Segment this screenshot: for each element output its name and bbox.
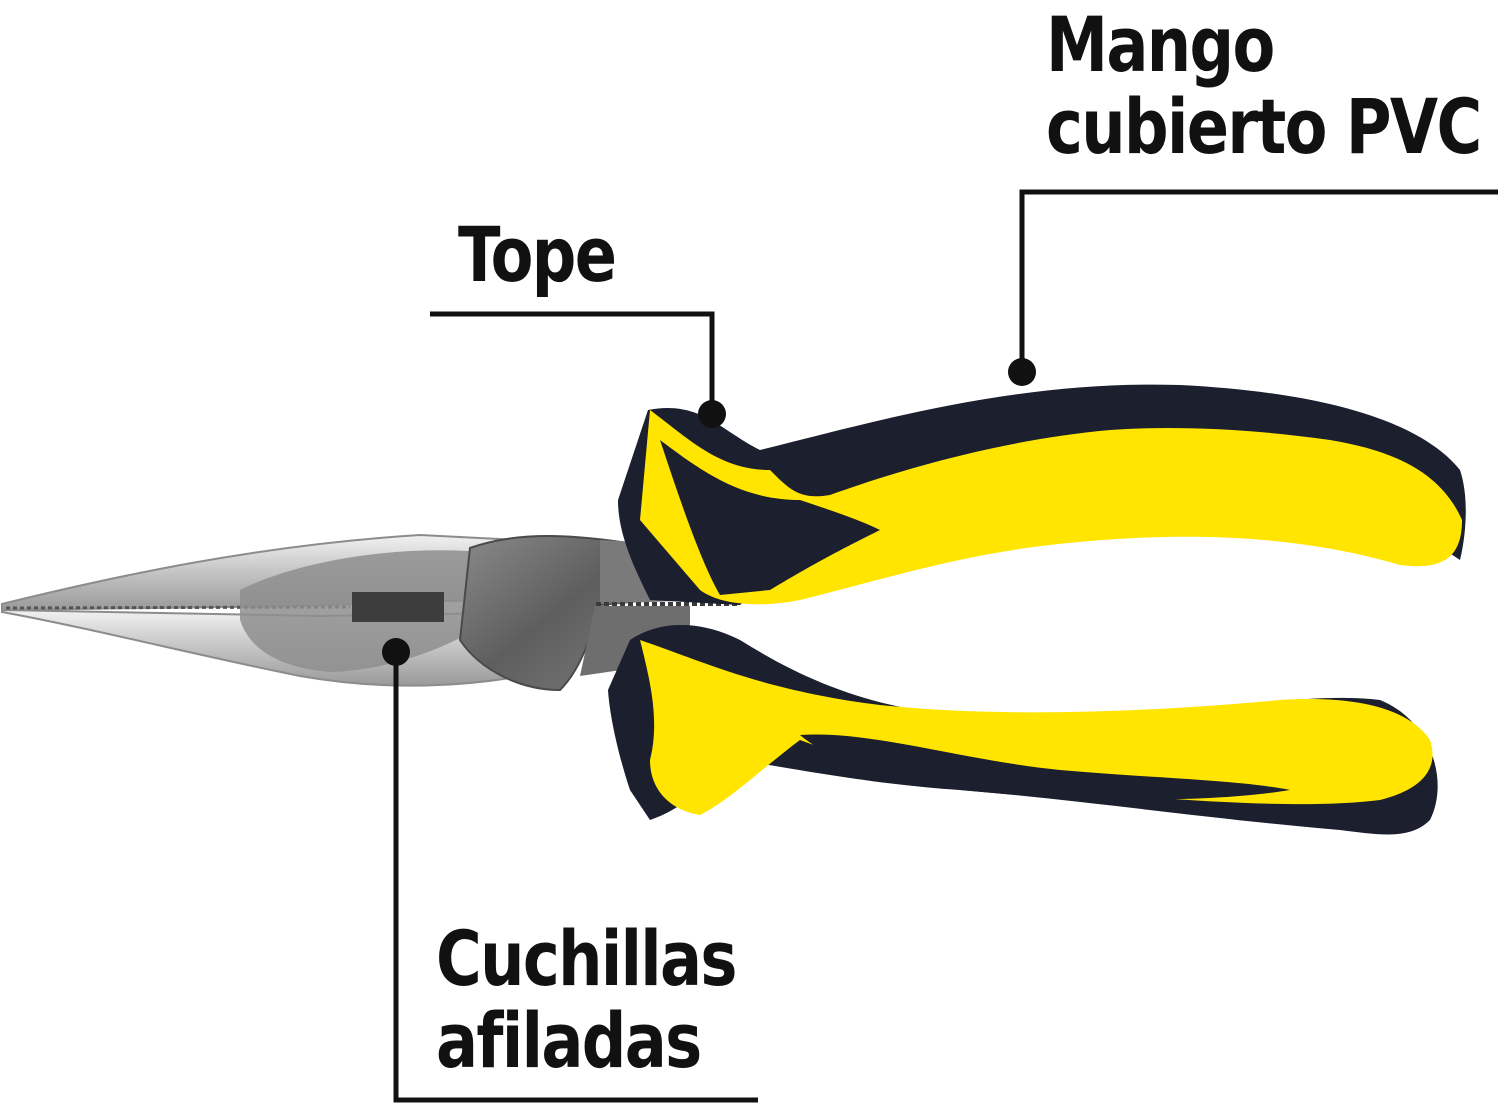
callout-dots [382, 358, 1036, 666]
callout-line-mango [1019, 189, 1498, 368]
callout-dot-tope [698, 400, 726, 428]
callout-label-cuchillas: Cuchillas afiladas [436, 914, 738, 1086]
cutter-slot [352, 592, 444, 622]
callout-label-mango: Mango cubierto PVC [1046, 0, 1482, 172]
upper-handle-grip-yellow [640, 410, 1462, 605]
callout-label-mango-line1: Mango [1046, 0, 1275, 89]
callout-label-tope: Tope [458, 210, 617, 299]
callout-label-tope-line1: Tope [458, 210, 617, 299]
jaw-serration [5, 605, 351, 610]
upper-handle-black-insert [660, 440, 880, 595]
callout-dot-mango [1008, 358, 1036, 386]
callout-dot-cuchillas [382, 638, 410, 666]
lower-handle-black-insert [800, 734, 1290, 800]
lower-handle-grip-yellow [640, 640, 1433, 815]
callout-line-tope [430, 311, 715, 408]
callout-line-cuchillas [393, 658, 758, 1103]
pliers-illustration [0, 384, 1466, 835]
callout-label-mango-line2: cubierto PVC [1046, 82, 1482, 172]
callout-label-cuchillas-line1: Cuchillas [436, 914, 738, 1003]
callout-label-cuchillas-line2: afiladas [436, 996, 702, 1086]
callout-lines [393, 189, 1498, 1103]
